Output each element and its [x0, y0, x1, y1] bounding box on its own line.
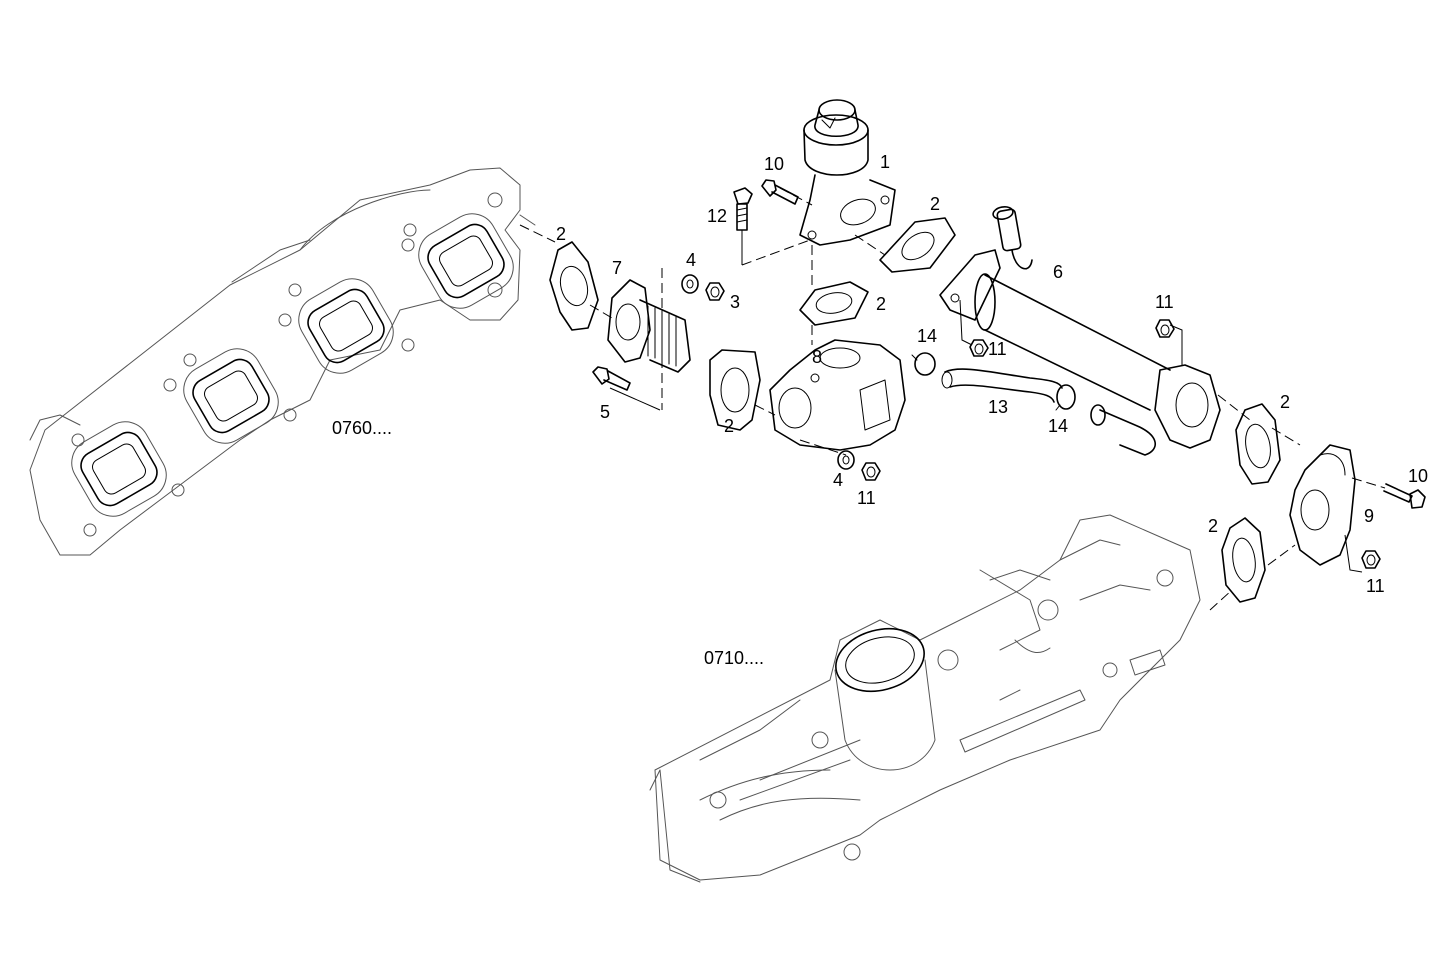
- callout-9: 9: [1364, 506, 1374, 526]
- egr-valve: [799, 99, 896, 246]
- callout-4-a: 4: [686, 250, 696, 270]
- nut-11-cooler-left: [969, 339, 989, 357]
- callout-3: 3: [730, 292, 740, 312]
- washer-4-bottom: [837, 450, 855, 470]
- bolt-12: [733, 187, 753, 231]
- assembly-center-lines: [519, 187, 1386, 611]
- callout-2-b: 2: [930, 194, 940, 214]
- ref-intake-manifold: 0710....: [704, 648, 764, 668]
- egr-housing-8: [769, 339, 906, 451]
- callout-13: 13: [988, 397, 1008, 417]
- ref-exhaust-manifold: 0760....: [332, 418, 392, 438]
- callout-10-a: 10: [764, 154, 784, 174]
- leader-lines: [609, 230, 1363, 573]
- bolt-10-right: [1383, 483, 1426, 509]
- flex-pipe-7: [607, 279, 691, 373]
- nut-11-cooler-top: [1155, 319, 1175, 338]
- callout-7: 7: [612, 258, 622, 278]
- callout-8: 8: [812, 347, 822, 367]
- gasket-2-b: [879, 217, 956, 273]
- callout-14-b: 14: [1048, 416, 1068, 436]
- connector-pipe-9: [1289, 444, 1356, 566]
- gasket-2-e: [1235, 403, 1281, 485]
- bolt-5: [592, 366, 631, 391]
- callout-2-d: 2: [724, 416, 734, 436]
- egr-cooler-6: [939, 206, 1221, 456]
- nut-3: [705, 282, 725, 301]
- callout-2-a: 2: [556, 224, 566, 244]
- gasket-2-d: [709, 349, 761, 431]
- gasket-2-a: [549, 241, 599, 331]
- callout-1: 1: [880, 152, 890, 172]
- callout-4-b: 4: [833, 470, 843, 490]
- exhaust-manifold: [29, 167, 536, 556]
- callout-11-b: 11: [988, 339, 1007, 359]
- callouts: 1 2 2 2 2 2 2 3 4 4 5 6 7 8 9 10 10 11 1…: [556, 152, 1428, 596]
- gasket-2-f: [1221, 517, 1266, 603]
- callout-11-a: 11: [1155, 292, 1174, 312]
- reference-labels: 0760.... 0710....: [332, 418, 764, 668]
- nut-11-bottom: [861, 462, 881, 481]
- callout-14-a: 14: [917, 326, 937, 346]
- callout-6: 6: [1053, 262, 1063, 282]
- bolt-10-top: [761, 179, 799, 205]
- callout-10-b: 10: [1408, 466, 1428, 486]
- hose-clamp-14-right: [1055, 384, 1076, 411]
- hose-clamp-14-left: [911, 352, 936, 376]
- hose-13: [941, 368, 1063, 403]
- intake-manifold: [649, 514, 1201, 883]
- callout-11-c: 11: [857, 488, 876, 508]
- callout-2-e: 2: [1280, 392, 1290, 412]
- callout-5: 5: [600, 402, 610, 422]
- callout-11-d: 11: [1366, 576, 1385, 596]
- callout-12: 12: [707, 206, 727, 226]
- nut-11-pipe: [1361, 550, 1381, 569]
- callout-2-c: 2: [876, 294, 886, 314]
- gasket-2-c: [799, 281, 869, 326]
- washer-4-top: [681, 274, 699, 294]
- callout-2-f: 2: [1208, 516, 1218, 536]
